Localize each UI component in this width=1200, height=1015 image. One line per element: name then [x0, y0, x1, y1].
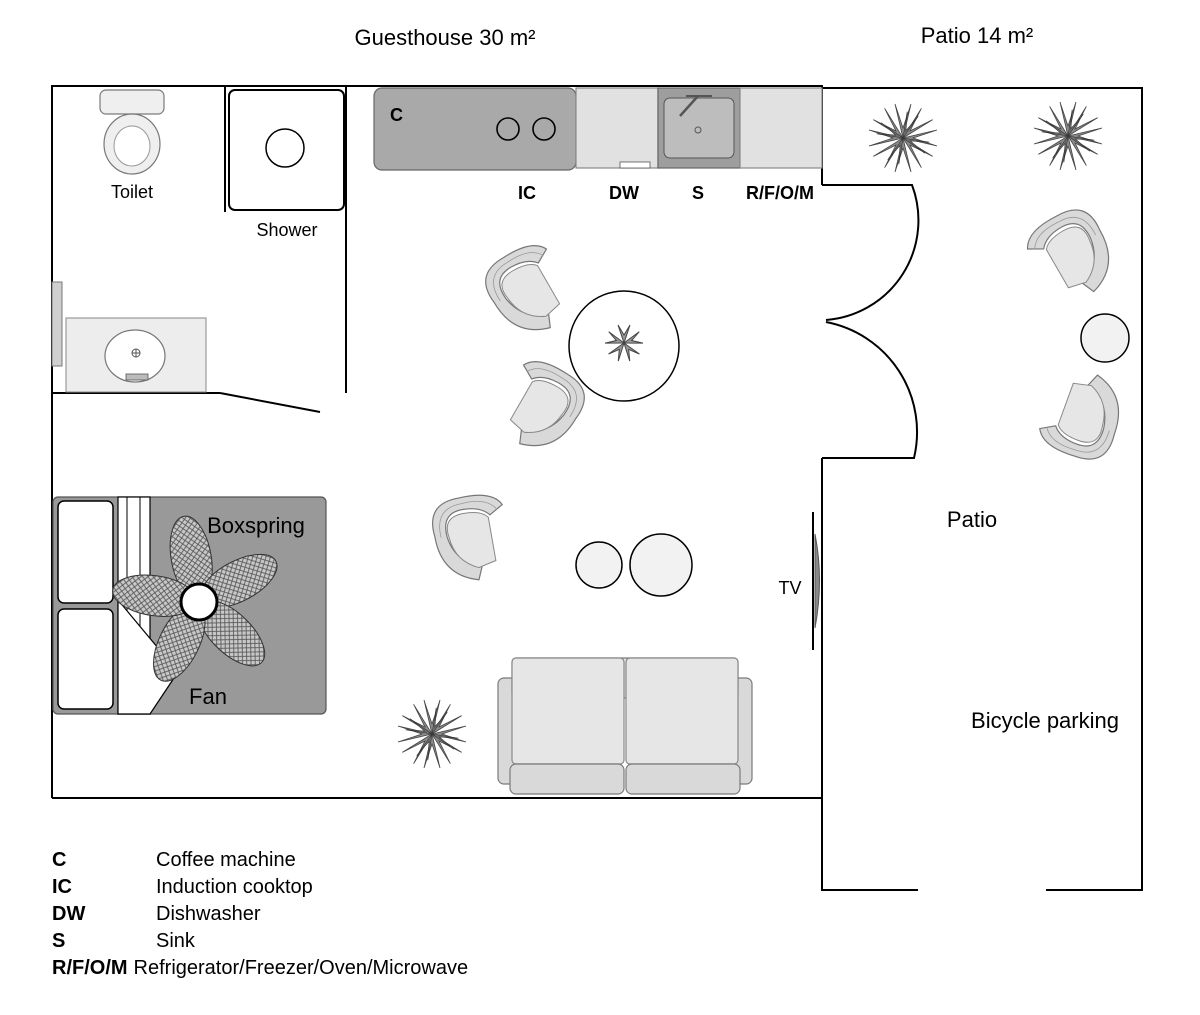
side-table — [575, 541, 623, 589]
patio-walls — [821, 87, 1143, 891]
fridge-oven-unit — [739, 87, 823, 169]
door-upper[interactable] — [822, 184, 920, 321]
armchair — [427, 489, 516, 587]
side-table — [629, 533, 693, 597]
bicycle-parking-label: Bicycle parking — [971, 708, 1119, 733]
legend-desc: Induction cooktop — [156, 876, 313, 898]
kitchen-counter — [373, 87, 823, 171]
patio-label: Patio — [947, 507, 997, 532]
legend-code: R/F/O/M — [52, 957, 128, 979]
ceiling-fan-icon — [112, 515, 278, 682]
coffee-cooktop-unit — [373, 87, 577, 171]
boxspring-label: Boxspring — [207, 513, 305, 538]
guesthouse-title: Guesthouse 30 m² — [355, 25, 536, 50]
legend-desc: Dishwasher — [156, 903, 261, 925]
induction-burner-1 — [496, 117, 520, 141]
dining-table — [568, 290, 680, 402]
tv-label: TV — [778, 578, 801, 598]
toilet-label: Toilet — [111, 182, 153, 202]
kitchen-label-ic: IC — [518, 183, 536, 203]
plant-icon — [868, 103, 938, 173]
bathroom-window — [51, 281, 63, 367]
door-lower[interactable] — [822, 321, 919, 459]
legend-desc: Sink — [156, 930, 195, 952]
kitchen-label-rfom: R/F/O/M — [746, 183, 814, 203]
bathroom-sink — [65, 317, 207, 393]
legend-row: DW Dishwasher — [52, 901, 468, 928]
legend-desc: Coffee machine — [156, 849, 296, 871]
shower — [228, 89, 345, 211]
plant-icon — [397, 699, 467, 769]
tv — [812, 512, 820, 650]
legend-code: DW — [52, 903, 86, 925]
fan-label: Fan — [189, 684, 227, 709]
plant-icon — [1033, 101, 1103, 171]
legend-code: IC — [52, 876, 72, 898]
kitchen-label-dw: DW — [609, 183, 639, 203]
legend-row: S Sink — [52, 928, 468, 955]
legend-code: C — [52, 849, 67, 871]
kitchen-label-s: S — [692, 183, 704, 203]
armchair — [476, 236, 583, 347]
table-flower-icon — [604, 324, 644, 362]
induction-burner-2 — [532, 117, 556, 141]
sofa — [497, 657, 753, 795]
dishwasher — [575, 87, 659, 169]
legend-row: C Coffee machine — [52, 847, 468, 874]
shower-label: Shower — [256, 220, 317, 240]
legend-row: IC Induction cooktop — [52, 874, 468, 901]
pillow — [57, 608, 114, 710]
patio-armchair — [1019, 199, 1126, 311]
legend: C Coffee machine IC Induction cooktop DW Di… — [52, 847, 468, 982]
patio-armchair — [1034, 362, 1133, 468]
patio-title: Patio 14 m² — [921, 23, 1034, 48]
pillow — [57, 500, 114, 604]
kitchen-label-c: C — [390, 105, 403, 125]
patio-side-table — [1080, 313, 1130, 363]
legend-desc: Refrigerator/Freezer/Oven/Microwave — [133, 957, 469, 979]
legend-code: S — [52, 930, 66, 952]
toilet — [99, 89, 165, 175]
